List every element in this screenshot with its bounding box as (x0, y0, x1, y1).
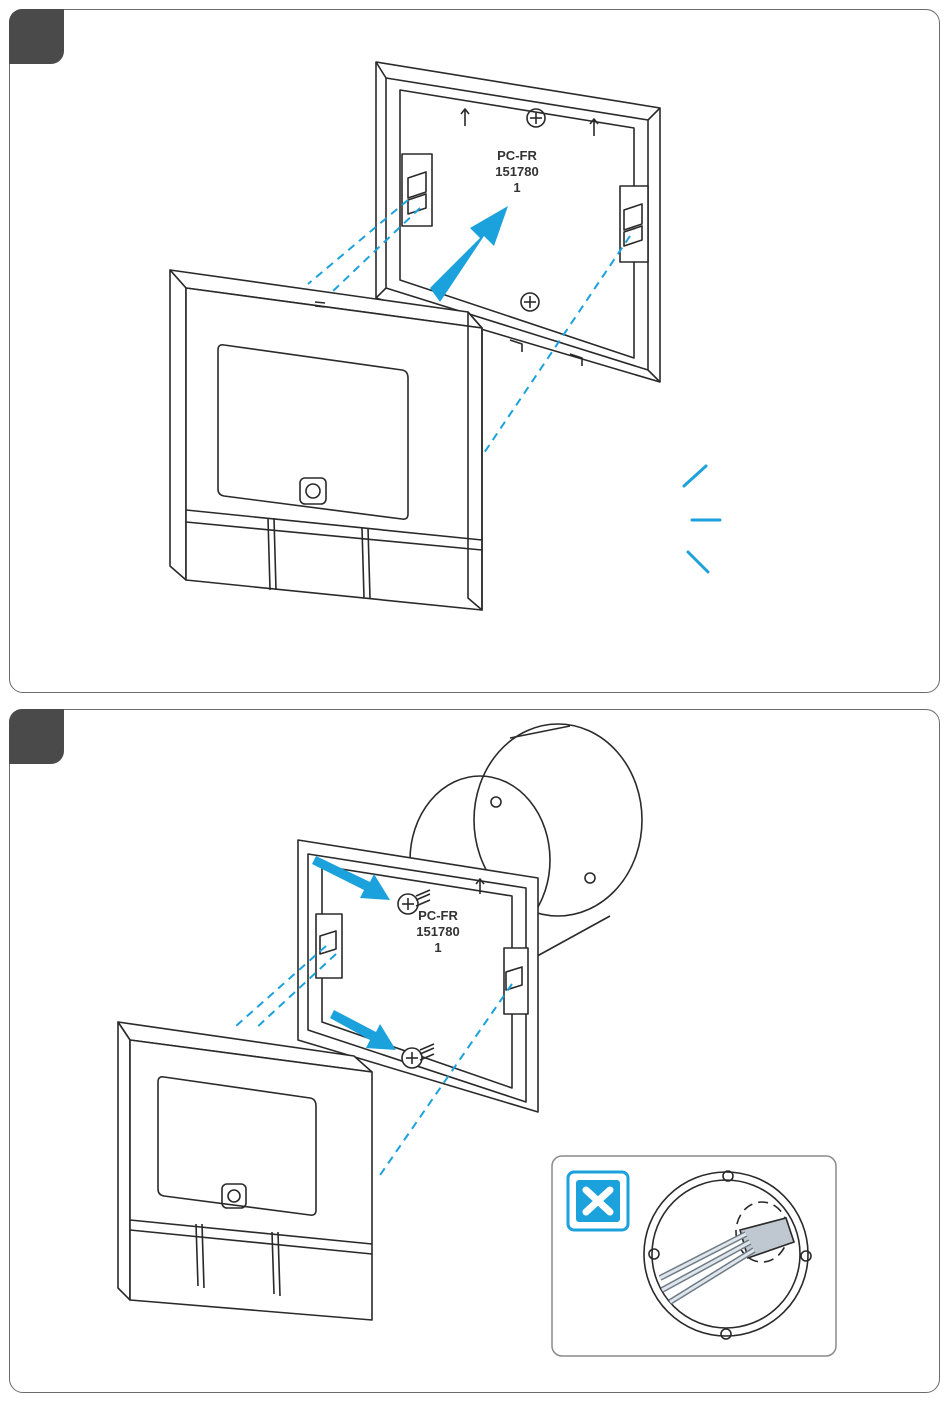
mounting-illustration-2: PC-FR 151780 1 (10, 710, 941, 1394)
step-panel-2: PC-FR 151780 1 (9, 709, 940, 1393)
base-label-number-2: 151780 (416, 924, 459, 939)
base-label-model: PC-FR (497, 148, 537, 163)
device-front (170, 270, 482, 610)
base-label-model-2: PC-FR (418, 908, 458, 923)
base-label-number: 151780 (495, 164, 538, 179)
click-sound-icon (684, 466, 720, 572)
cross-icon (568, 1172, 628, 1230)
step-panel-1: PC-FR 151780 1 (9, 9, 940, 693)
warning-inset (552, 1156, 836, 1356)
base-label-index-2: 1 (434, 940, 441, 955)
device-front-2 (118, 1022, 372, 1320)
base-label-index: 1 (513, 180, 520, 195)
mounting-illustration-1: PC-FR 151780 1 (10, 10, 941, 694)
